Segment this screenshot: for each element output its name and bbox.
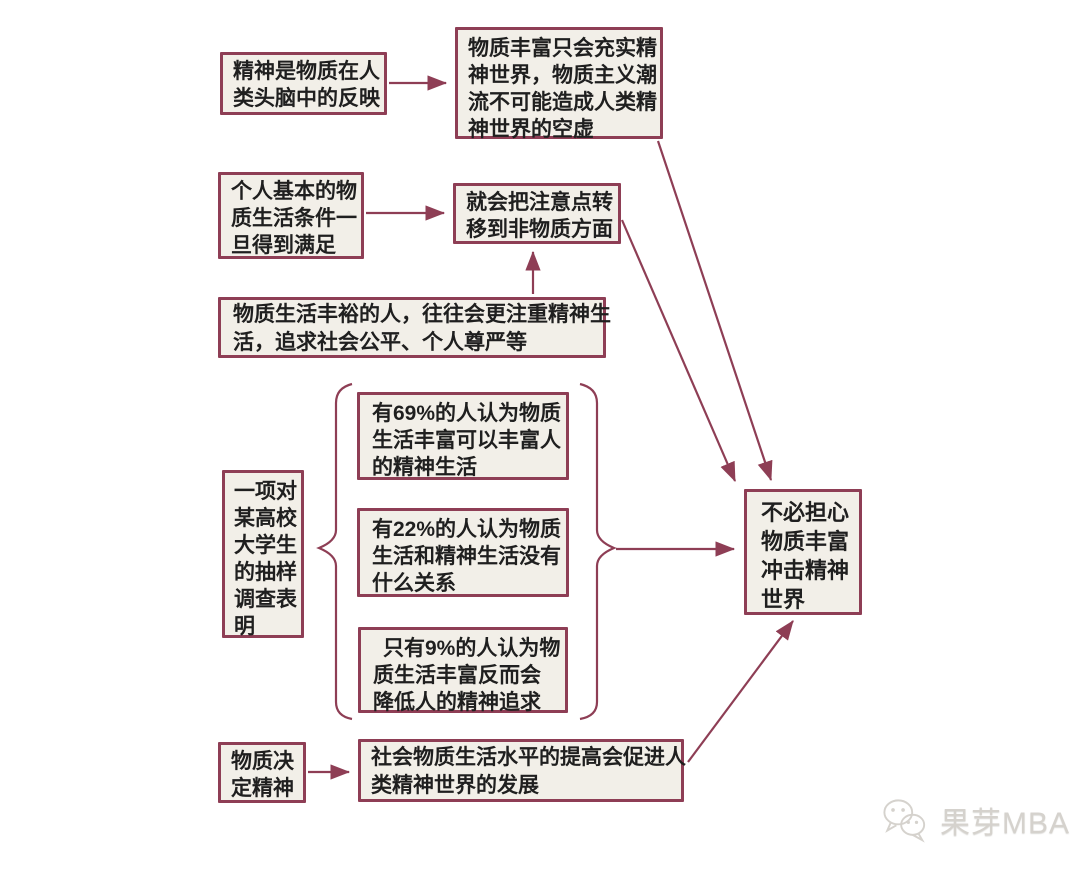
box-text-line: 精神是物质在人	[233, 60, 380, 83]
box-text-line: 流不可能造成人类精	[468, 91, 657, 114]
box-text-line: 只有9%的人认为物	[383, 637, 561, 660]
box-survey-22-percent: 有22%的人认为物质 生活和精神生活没有 什么关系	[357, 508, 569, 597]
box-spirit-reflection: 精神是物质在人 类头脑中的反映	[220, 52, 387, 115]
box-text-line: 降低人的精神追求	[373, 691, 541, 714]
arrow-richfills-to-conclusion	[656, 140, 773, 482]
box-text-line: 明	[234, 615, 255, 638]
box-text-line: 移到非物质方面	[466, 218, 613, 241]
watermark: 果芽MBA	[880, 797, 1070, 843]
right-brace	[579, 382, 617, 721]
box-text-line: 世界	[761, 587, 806, 612]
box-attention-shift: 就会把注意点转 移到非物质方面	[453, 183, 621, 244]
box-survey-9-percent: 只有9%的人认为物 质生活丰富反而会 降低人的精神追求	[358, 627, 568, 714]
box-text-line: 不必担心	[761, 500, 850, 525]
box-text-line: 有69%的人认为物质	[372, 402, 562, 425]
box-text-line: 物质生活丰裕的人，往往会更注重精神生	[233, 303, 611, 326]
box-text-line: 类精神世界的发展	[371, 774, 539, 797]
box-text-line: 的精神生活	[372, 456, 477, 479]
box-survey-intro: 一项对 某高校 大学生 的抽样 调查表 明	[222, 470, 304, 638]
box-text-line: 什么关系	[372, 572, 456, 595]
box-text-line: 质生活丰富反而会	[373, 664, 541, 687]
box-text-line: 有22%的人认为物质	[372, 518, 562, 541]
box-text-line: 物质丰富	[761, 529, 850, 554]
box-basic-needs: 个人基本的物 质生活条件一 旦得到满足	[218, 172, 364, 259]
left-brace	[316, 382, 353, 721]
box-text-line: 某高校	[234, 507, 297, 530]
box-text-line: 旦得到满足	[231, 234, 336, 257]
box-text-line: 神世界的空虚	[468, 118, 594, 141]
box-social-material-progress: 社会物质生活水平的提高会促进人 类精神世界的发展	[358, 739, 686, 802]
box-text-line: 的抽样	[234, 561, 297, 584]
wechat-icon	[880, 797, 930, 843]
box-text-line: 类头脑中的反映	[233, 87, 380, 110]
box-text-line: 质生活条件一	[231, 207, 357, 230]
box-text-line: 冲击精神	[761, 558, 850, 583]
box-text-line: 神世界，物质主义潮	[468, 64, 657, 87]
box-text-line: 物质决	[231, 750, 294, 773]
box-text-line: 一项对	[234, 480, 297, 503]
box-text-line: 调查表	[234, 588, 297, 611]
box-text-line: 个人基本的物	[231, 180, 357, 203]
box-text-line: 活，追求社会公平、个人尊严等	[233, 331, 527, 354]
box-text-line: 定精神	[231, 777, 294, 800]
box-text-line: 就会把注意点转	[466, 191, 613, 214]
box-text-line: 生活丰富可以丰富人	[372, 429, 561, 452]
box-survey-69-percent: 有69%的人认为物质 生活丰富可以丰富人 的精神生活	[357, 392, 569, 480]
watermark-brand: 果芽MBA	[940, 807, 1071, 840]
box-matter-determines-spirit: 物质决 定精神	[218, 742, 306, 803]
arrow-social-to-conclusion	[687, 620, 794, 763]
box-conclusion: 不必担心 物质丰富 冲击精神 世界	[744, 489, 862, 615]
box-text-line: 大学生	[234, 534, 297, 557]
box-text-line: 社会物质生活水平的提高会促进人	[371, 746, 686, 769]
box-text-line: 生活和精神生活没有	[372, 545, 561, 568]
box-rich-fills-spirit: 物质丰富只会充实精 神世界，物质主义潮 流不可能造成人类精 神世界的空虚	[455, 27, 663, 141]
box-text-line: 物质丰富只会充实精	[468, 37, 657, 60]
arrow-attention-to-conclusion	[620, 219, 737, 483]
box-wealthy-value-spirit: 物质生活丰裕的人，往往会更注重精神生 活，追求社会公平、个人尊严等	[218, 297, 611, 358]
